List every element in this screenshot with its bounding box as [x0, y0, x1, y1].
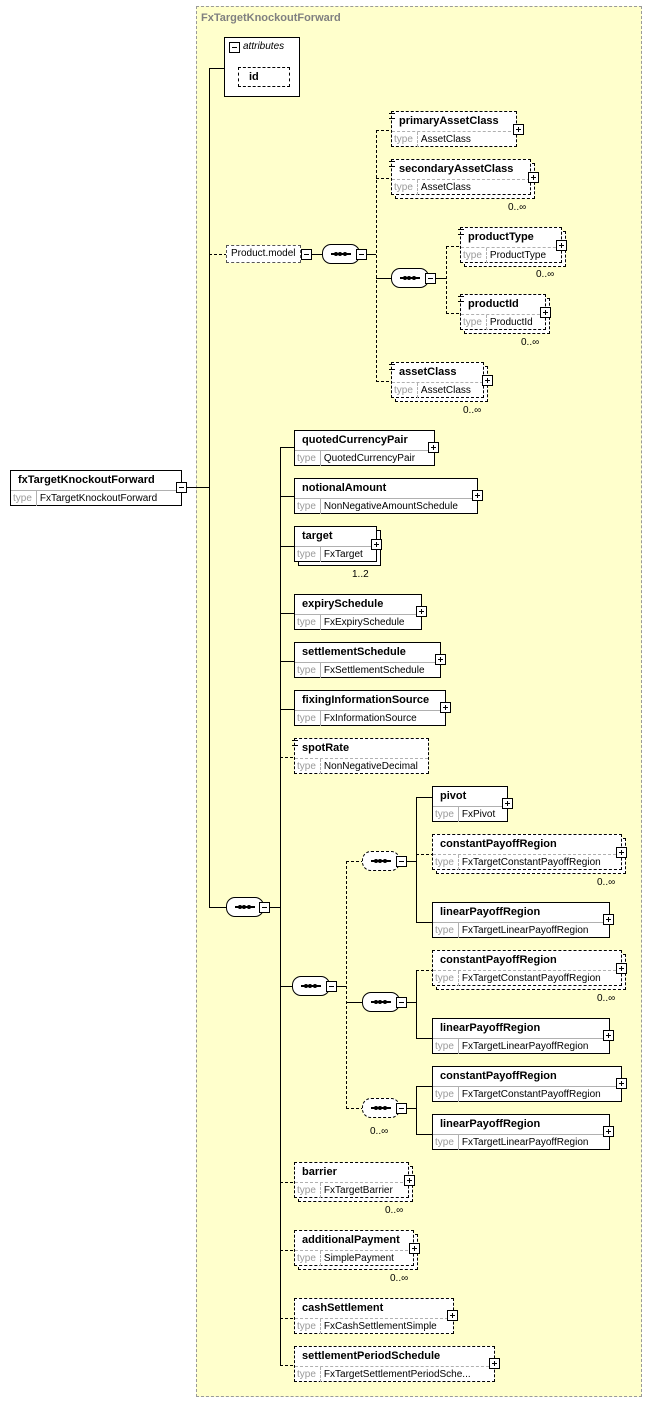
expand-toggle[interactable]	[416, 606, 427, 617]
attribute-id[interactable]: id	[238, 67, 290, 87]
type-label: type	[11, 491, 37, 506]
region-title: FxTargetKnockoutForward	[201, 12, 341, 24]
documentation-icon	[458, 229, 464, 235]
collapse-toggle[interactable]	[356, 249, 367, 260]
expand-toggle[interactable]	[528, 172, 539, 183]
expand-toggle[interactable]	[540, 307, 551, 318]
collapse-toggle[interactable]	[425, 273, 436, 284]
documentation-icon	[292, 740, 298, 746]
expand-toggle[interactable]	[502, 798, 513, 809]
occurrence: 1..2	[352, 569, 369, 580]
collapse-toggle[interactable]	[326, 981, 337, 992]
sequence-compositor	[362, 992, 400, 1012]
choice-compositor	[292, 976, 330, 996]
collapse-toggle[interactable]	[396, 997, 407, 1008]
expand-toggle[interactable]	[603, 1030, 614, 1041]
collapse-toggle[interactable]	[259, 902, 270, 913]
group-product-model[interactable]: Product.model	[226, 245, 301, 263]
documentation-icon	[389, 113, 395, 119]
expand-toggle[interactable]	[489, 1358, 500, 1369]
documentation-icon	[458, 296, 464, 302]
expand-toggle[interactable]	[472, 490, 483, 501]
sequence-compositor	[226, 897, 264, 917]
occurrence: 0..∞	[385, 1205, 404, 1216]
expand-toggle[interactable]	[435, 654, 446, 665]
collapse-toggle[interactable]	[301, 249, 312, 260]
collapse-toggle[interactable]	[396, 856, 407, 867]
occurrence: 0..∞	[463, 405, 482, 416]
collapse-toggle[interactable]	[229, 42, 240, 53]
expand-toggle[interactable]	[513, 124, 524, 135]
documentation-icon	[389, 364, 395, 370]
choice-compositor	[362, 1098, 400, 1118]
attributes-label: attributes	[243, 41, 285, 52]
attributes-box: attributes id	[224, 37, 300, 97]
occurrence: 0..∞	[597, 877, 616, 888]
expand-toggle[interactable]	[603, 914, 614, 925]
sequence-compositor	[322, 244, 360, 264]
sequence-compositor	[391, 268, 429, 288]
expand-toggle[interactable]	[371, 539, 382, 550]
type-value: FxTargetKnockoutForward	[39, 493, 158, 504]
occurrence: 0..∞	[521, 337, 540, 348]
collapse-toggle[interactable]	[396, 1103, 407, 1114]
expand-toggle[interactable]	[404, 1175, 415, 1186]
expand-toggle[interactable]	[616, 847, 627, 858]
occurrence: 0..∞	[390, 1273, 409, 1284]
collapse-toggle[interactable]	[176, 482, 187, 493]
occurrence: 0..∞	[508, 202, 527, 213]
element-name: fxTargetKnockoutForward	[18, 474, 155, 486]
expand-toggle[interactable]	[556, 240, 567, 251]
expand-toggle[interactable]	[428, 442, 439, 453]
occurrence: 0..∞	[597, 993, 616, 1004]
expand-toggle[interactable]	[482, 375, 493, 386]
expand-toggle[interactable]	[409, 1243, 420, 1254]
expand-toggle[interactable]	[603, 1126, 614, 1137]
occurrence: 0..∞	[536, 269, 555, 280]
occurrence: 0..∞	[370, 1126, 389, 1137]
documentation-icon	[389, 161, 395, 167]
expand-toggle[interactable]	[616, 1078, 627, 1089]
expand-toggle[interactable]	[616, 963, 627, 974]
sequence-compositor	[362, 851, 400, 871]
expand-toggle[interactable]	[440, 702, 451, 713]
expand-toggle[interactable]	[447, 1310, 458, 1321]
